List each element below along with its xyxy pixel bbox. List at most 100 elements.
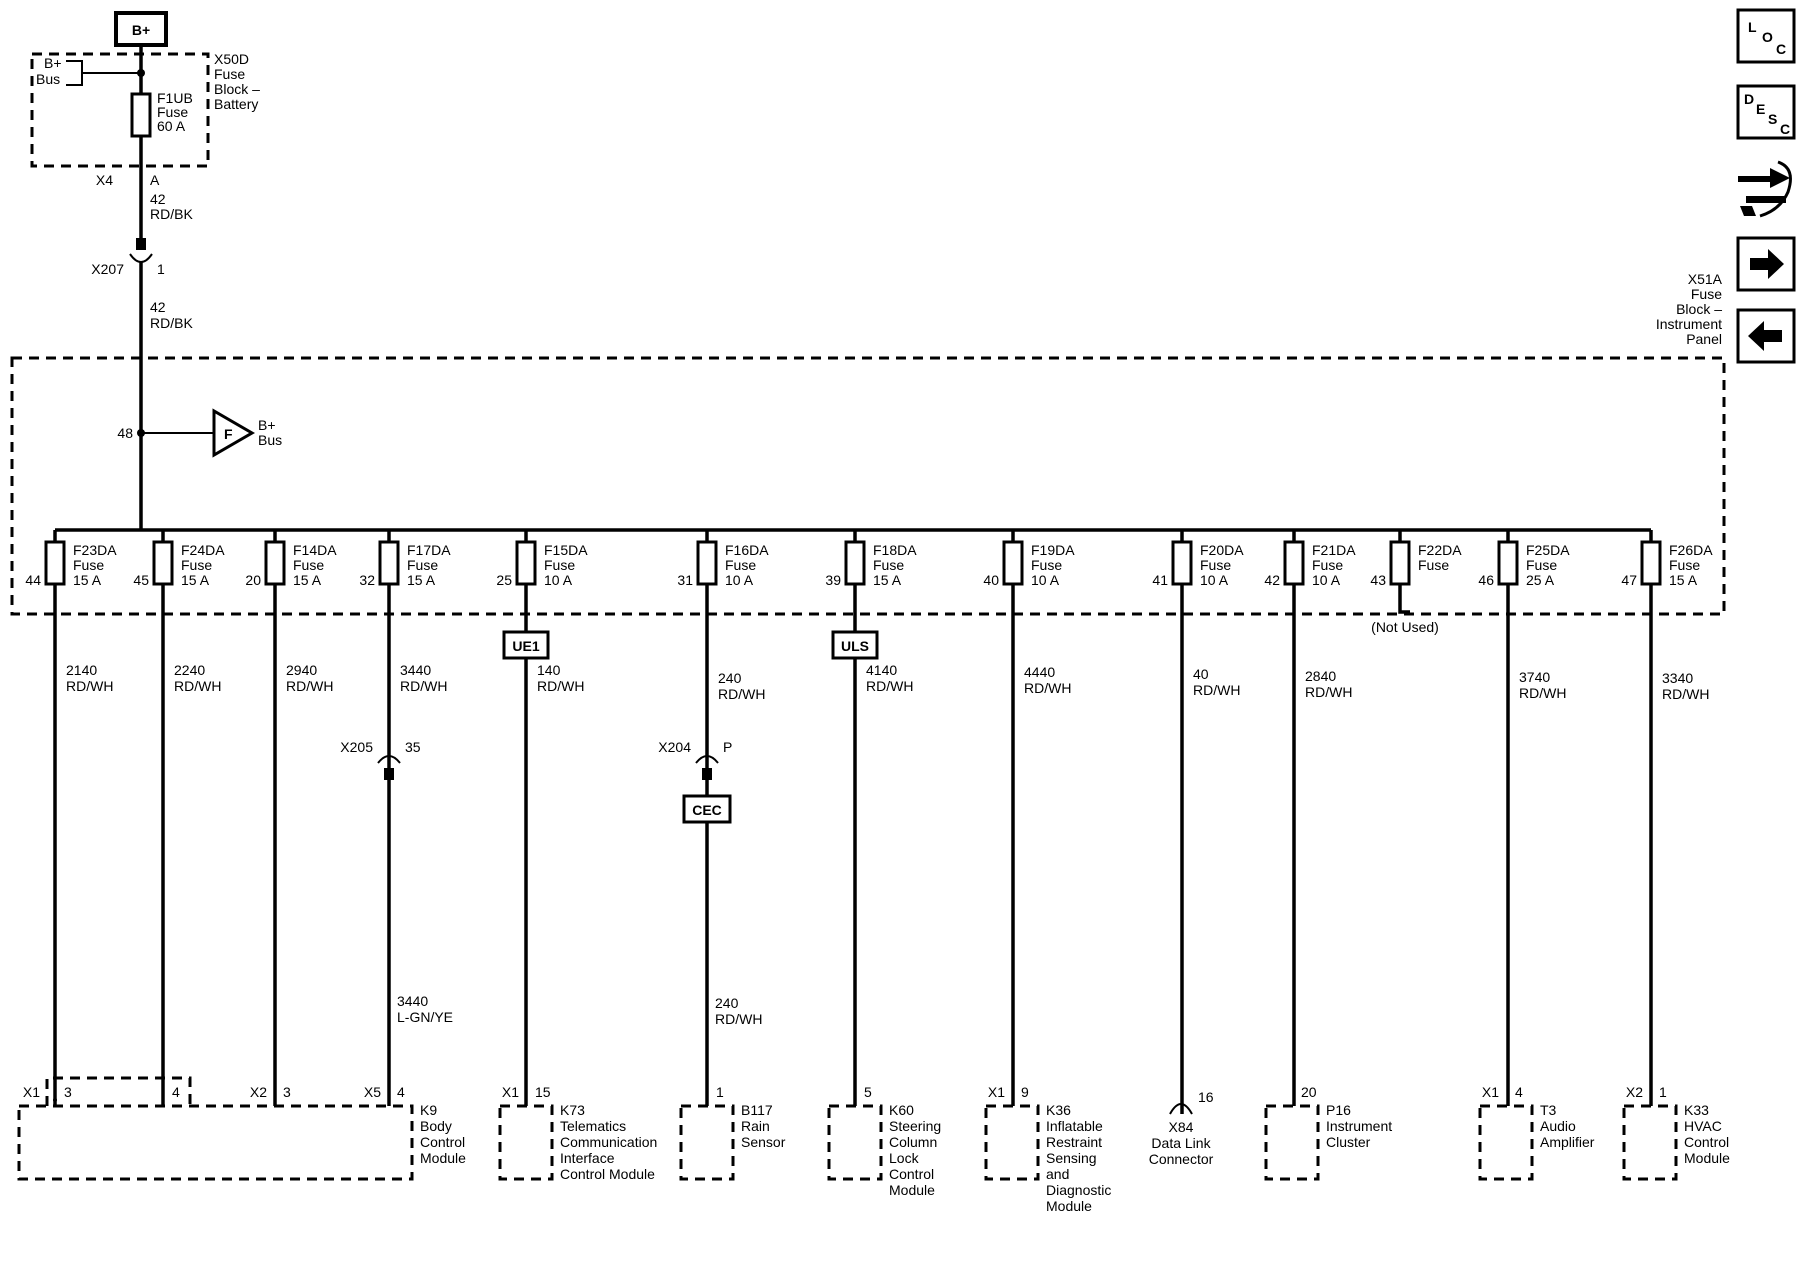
k33-label-3: Control [1684, 1134, 1729, 1150]
k73-label-5: Control Module [560, 1166, 655, 1182]
connector-view-button[interactable] [1738, 160, 1792, 218]
wire-layer: 2140RD/WH2240RD/WH2940RD/WH3440RD/WH140R… [53, 584, 1709, 1114]
k33-label-2: HVAC [1684, 1118, 1722, 1134]
fuse-type: Fuse [407, 557, 438, 573]
fuse-rating: 10 A [1312, 572, 1341, 588]
wire-color: RD/WH [174, 678, 221, 694]
wire-circuit: 240 [718, 670, 742, 686]
ue1-label: UE1 [512, 638, 539, 654]
wire-color: RD/WH [537, 678, 584, 694]
k9-x2-connector: X2 [250, 1084, 267, 1100]
fuse-name: F21DA [1312, 542, 1356, 558]
x205-connector: X205 35 [340, 739, 421, 780]
f1ub-name: F1UB [157, 90, 193, 106]
k73-label-3: Communication [560, 1134, 657, 1150]
wire-mid-color: RD/BK [150, 315, 193, 331]
wire-k9-x5-circuit: 3440 [397, 993, 428, 1009]
t3-label-2: Audio [1540, 1118, 1576, 1134]
fuse-type: Fuse [1418, 557, 1449, 573]
cec-label: CEC [692, 802, 722, 818]
loc-letter-l: L [1748, 19, 1757, 35]
fuse-name: F19DA [1031, 542, 1075, 558]
x204-pin: P [723, 739, 732, 755]
k36-label-7: Module [1046, 1198, 1092, 1214]
fuse-type: Fuse [1200, 557, 1231, 573]
fuse-pin: 44 [25, 572, 41, 588]
k36-label-1: K36 [1046, 1102, 1071, 1118]
x51a-title-4: Instrument [1656, 316, 1722, 332]
x84-label-2: Data Link [1151, 1135, 1211, 1151]
x51a-fuse-block: X51A Fuse Block – Instrument Panel [10, 271, 1726, 616]
k60-label-2: Steering [889, 1118, 941, 1134]
description-view-button[interactable]: D E S C [1736, 84, 1796, 140]
x50d-pin: A [150, 172, 160, 188]
fuse-type: Fuse [1526, 557, 1557, 573]
wire-top-circuit: 42 [150, 191, 166, 207]
loc-letter-c: C [1776, 41, 1786, 57]
location-view-button[interactable]: L O C [1736, 8, 1796, 64]
wire-circuit: 2840 [1305, 668, 1336, 684]
x50d-bus-label-1: B+ [44, 55, 62, 71]
fuse-rating: 10 A [725, 572, 754, 588]
fuse-name: F23DA [73, 542, 117, 558]
k9-pin-3b: 3 [283, 1084, 291, 1100]
fuse-type: Fuse [873, 557, 904, 573]
wire-circuit: 2940 [286, 662, 317, 678]
x51a-title-5: Panel [1686, 331, 1722, 347]
k36-connector: X1 [988, 1084, 1005, 1100]
k9-body-control-module: X1 3 4 X2 3 X5 4 K9 Body Control Module [17, 1076, 466, 1181]
next-page-button[interactable] [1736, 236, 1796, 292]
k73-connector: X1 [502, 1084, 519, 1100]
fuse-name: F25DA [1526, 542, 1570, 558]
wire-3440: 3440 RD/WH [387, 584, 447, 1106]
f1ub-type: Fuse [157, 104, 188, 120]
fuse-name: F15DA [544, 542, 588, 558]
fuse-name: F14DA [293, 542, 337, 558]
k60-label-5: Control [889, 1166, 934, 1182]
x51a-title-3: Block – [1676, 301, 1722, 317]
wire-color: RD/WH [400, 678, 447, 694]
fuse-type: Fuse [1312, 557, 1343, 573]
f22da-not-used: (Not Used) [1371, 619, 1439, 635]
x50d-fuse-block: B+ Bus F1UB Fuse 60 A X50D Fuse Block – … [30, 51, 260, 188]
k33-label-4: Module [1684, 1150, 1730, 1166]
x50d-bus-label-2: Bus [36, 71, 60, 87]
loc-letter-o: O [1762, 29, 1773, 45]
k33-pin: 1 [1659, 1084, 1667, 1100]
connector-plug-icon [1738, 160, 1792, 218]
wire-color: RD/WH [866, 678, 913, 694]
k36-label-4: Sensing [1046, 1150, 1097, 1166]
wire-color: RD/WH [718, 686, 765, 702]
k60-steering-column-lock-module: 5 K60 Steering Column Lock Control Modul… [827, 1084, 941, 1198]
arrow-left-icon [1748, 321, 1782, 351]
wire-color: RD/WH [1305, 684, 1352, 700]
fuse-name: F18DA [873, 542, 917, 558]
uls-option: ULS [831, 630, 879, 660]
wire-circuit: 4440 [1024, 664, 1055, 680]
previous-page-button[interactable] [1736, 308, 1796, 364]
fuse-name: F26DA [1669, 542, 1713, 558]
x51a-bus-label-1: B+ [258, 417, 276, 433]
k36-label-5: and [1046, 1166, 1069, 1182]
k9-label-1: K9 [420, 1102, 437, 1118]
f1ub-rating: 60 A [157, 118, 186, 134]
x207-name: X207 [91, 261, 124, 277]
x207-pin: 1 [157, 261, 165, 277]
x84-data-link-connector: 16 X84 Data Link Connector [1149, 1089, 1214, 1167]
wire-color: RD/WH [1024, 680, 1071, 696]
fuse-name: F16DA [725, 542, 769, 558]
